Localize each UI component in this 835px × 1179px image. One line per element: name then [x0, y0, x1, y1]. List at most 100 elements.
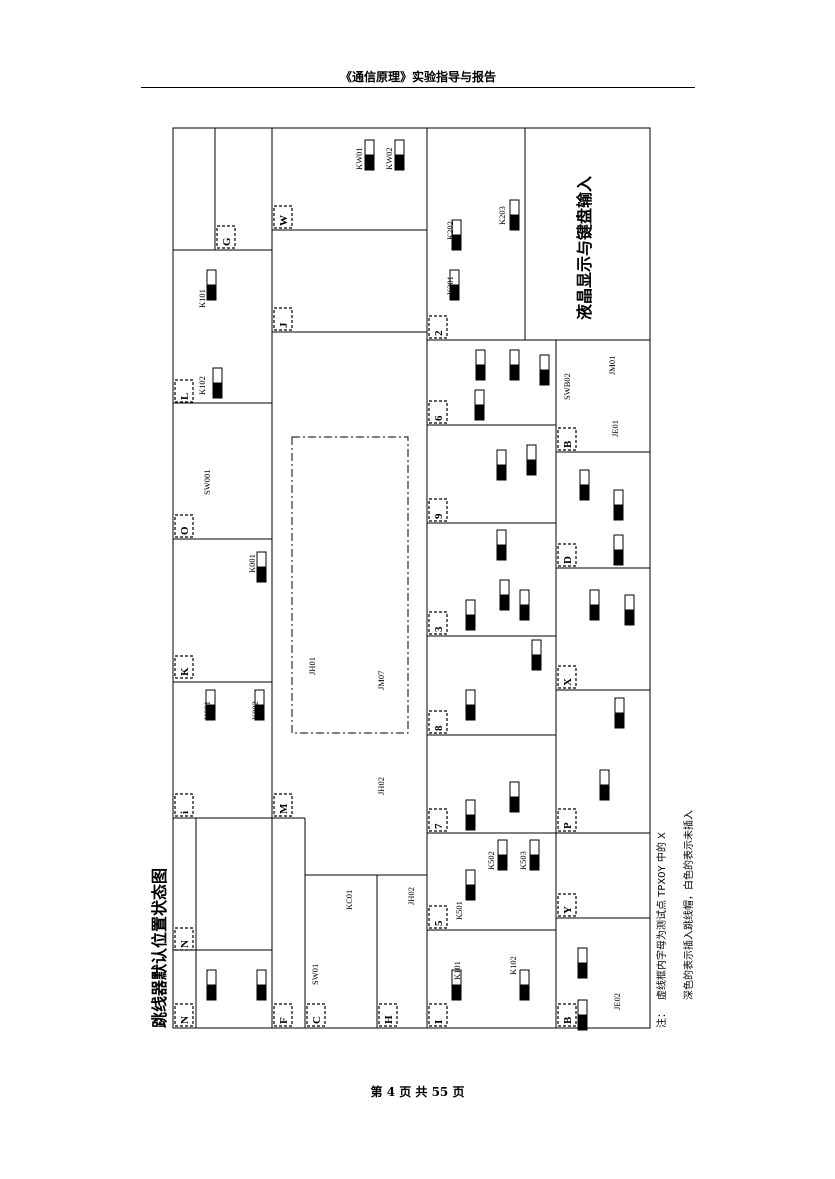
zone-letter: X	[562, 678, 574, 686]
component-label: SW001	[202, 470, 212, 496]
jumper-block	[449, 269, 460, 301]
zone-letter: 3	[433, 626, 445, 632]
zone-letter: G	[221, 237, 233, 246]
zone-letter: O	[179, 526, 191, 535]
jumper-block	[539, 354, 550, 386]
component-label: K001	[247, 554, 257, 573]
jumper-block	[509, 199, 520, 231]
component-label: JH02	[406, 887, 416, 905]
note-line-2: 深色的表示插入跳线帽，白色的表示未插入	[682, 810, 695, 1000]
zone-letter: N	[179, 1016, 191, 1024]
jumper-block	[206, 969, 217, 1001]
zone-letter: 6	[433, 415, 445, 421]
zone-letter: Y	[562, 906, 574, 914]
jumper-block	[577, 999, 588, 1031]
diagram-frame	[172, 127, 651, 1029]
zone-letter: H	[383, 1015, 395, 1024]
jumper-block	[589, 589, 600, 621]
component-label: K102	[508, 956, 518, 975]
component-label: K101	[452, 961, 462, 980]
zone-letter: K	[179, 667, 191, 676]
zone-letter: I	[433, 1020, 445, 1024]
zone-letter: 7	[433, 823, 445, 829]
jumper-block	[465, 869, 476, 901]
component-label: JM07	[376, 671, 386, 690]
component-label: K501	[454, 901, 464, 920]
jumper-block	[496, 529, 507, 561]
diagram-title: 跳线器默认位置状态图	[150, 868, 169, 1028]
jumper-block	[577, 947, 588, 979]
component-label: JH01	[307, 657, 317, 675]
header-rule	[141, 87, 695, 88]
zone-letter: 2	[433, 330, 445, 336]
jumper-block	[256, 969, 267, 1001]
jumper-block	[465, 599, 476, 631]
jumper-block	[496, 449, 507, 481]
jumper-block	[613, 489, 624, 521]
jumper-block	[509, 349, 520, 381]
zone-letter: 9	[433, 513, 445, 519]
jumper-block	[465, 689, 476, 721]
component-label: SWB02	[562, 373, 572, 400]
page-header: 《通信原理》实验指导与报告	[339, 70, 496, 84]
component-label: JE01	[610, 420, 620, 437]
zone-letter: P	[562, 822, 574, 829]
jumper-block	[254, 689, 265, 721]
jumper-block	[465, 799, 476, 831]
component-label: KW02	[384, 147, 394, 170]
component-label: K002	[250, 701, 260, 720]
jumper-block	[394, 139, 405, 171]
jumper-block	[579, 469, 590, 501]
jumper-block	[509, 781, 520, 813]
jumper-block	[531, 639, 542, 671]
component-label: K502	[486, 851, 496, 870]
component-label: K101	[197, 289, 207, 308]
jumper-block	[475, 349, 486, 381]
component-label: K102	[197, 376, 207, 395]
jumper-block	[613, 534, 624, 566]
component-label: JE02	[612, 993, 622, 1010]
jumper-block	[364, 139, 375, 171]
jumper-block	[624, 594, 635, 626]
jumper-block	[529, 839, 540, 871]
page-footer: 第 4 页 共 55 页	[370, 1085, 465, 1099]
zone-letter: B	[562, 1016, 574, 1024]
jumper-block	[614, 697, 625, 729]
component-label: SW01	[310, 964, 320, 985]
zone-letter: 5	[433, 920, 445, 926]
component-label: K203	[497, 206, 507, 225]
component-label: JM01	[607, 356, 617, 375]
note-prefix: 注：	[655, 1008, 668, 1028]
zone-letter: 8	[433, 725, 445, 731]
zone-letter: i	[179, 811, 191, 814]
jumper-block	[212, 367, 223, 399]
zone-letter: J	[278, 322, 290, 328]
zone-letter: F	[278, 1017, 290, 1024]
jumper-block	[497, 839, 508, 871]
zone-letter: B	[562, 440, 574, 448]
component-label: K202	[445, 221, 455, 240]
zone-letter: C	[311, 1016, 323, 1024]
zone-letter: M	[278, 803, 290, 814]
note-line-1: 虚线框内字母为测试点 TPX0Y 中的 X	[655, 832, 668, 1000]
zone-letter: D	[562, 556, 574, 564]
component-label: KC01	[344, 890, 354, 910]
jumper-block	[519, 589, 530, 621]
jumper-block	[599, 769, 610, 801]
component-label: K001	[202, 701, 212, 720]
jumper-block	[519, 969, 530, 1001]
jumper-block	[451, 969, 462, 1001]
jumper-block	[499, 579, 510, 611]
jumper-block	[206, 269, 217, 301]
jumper-block	[474, 389, 485, 421]
component-label: K201	[445, 276, 455, 295]
jumper-block	[205, 689, 216, 721]
component-label: JH02	[376, 777, 386, 795]
jumper-block	[256, 551, 267, 583]
zone-letter: N	[179, 940, 191, 948]
zone-letter: W	[278, 215, 290, 226]
lcd-keyboard-label: 液晶显示与键盘输入	[575, 176, 594, 320]
zone-letter: L	[179, 393, 191, 400]
component-label: KW01	[354, 147, 364, 170]
